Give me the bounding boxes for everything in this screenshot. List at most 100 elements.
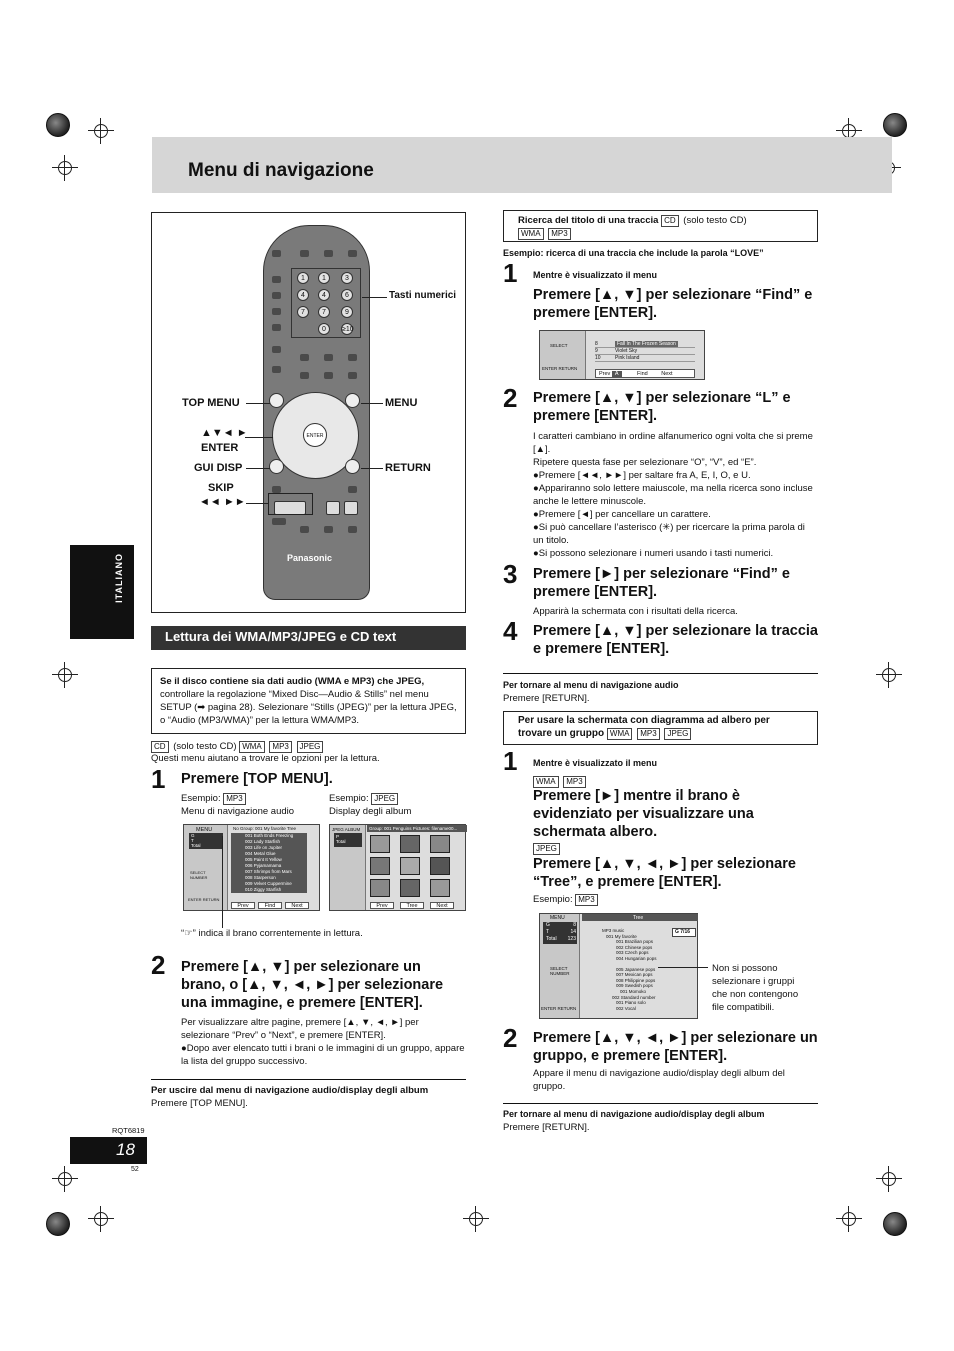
step-1-text: Premere [TOP MENU]. [181, 771, 333, 787]
tree-button[interactable]: Tree [400, 902, 424, 909]
tree-item[interactable]: 008 Philippine pops [616, 977, 656, 983]
step-number: 2 [503, 1023, 518, 1053]
tree-item[interactable]: 001 Piano solo [616, 1000, 646, 1006]
tree-total-val: 123 [567, 936, 576, 942]
thumbnail[interactable] [400, 879, 420, 897]
thumbnail[interactable] [370, 879, 390, 897]
thumbnail[interactable] [430, 879, 450, 897]
track-item[interactable]: 003 Life on Jupiter [231, 845, 307, 851]
tree-item[interactable]: 004 Hungarian pops [616, 955, 657, 961]
skip-keys-frame [268, 493, 313, 515]
find-step-4: Premere [▲, ▼] per selezionare la tracci… [533, 623, 819, 657]
find-next[interactable]: Next [661, 371, 673, 377]
tag-jpeg: JPEG [664, 728, 692, 740]
track-item[interactable]: 008 Starperson [231, 875, 307, 881]
tree-step-1b: Premere [▲, ▼, ◄, ►] per selezionare “Tr… [533, 856, 796, 890]
prev-button[interactable]: Prev [231, 902, 255, 909]
tree-item[interactable]: 009 Swedish pops [616, 983, 653, 989]
find-step-3: Premere [►] per selezionare “Find” e pre… [533, 566, 790, 600]
step-number: 1 [503, 258, 518, 288]
tree-g-val: 8 [573, 922, 576, 928]
tree-enter: ENTER [541, 1006, 557, 1011]
tag-mp3: MP3 [575, 894, 598, 906]
tree-item[interactable]: 005 Japanese pops [616, 966, 656, 972]
step-number: 2 [151, 950, 166, 980]
track-item[interactable]: 007 Shrimps from Mars [231, 869, 307, 875]
example-caption: Display degli album [329, 806, 412, 817]
page-number: 18 [116, 1140, 135, 1159]
find-row-title[interactable]: Pink Island [615, 355, 640, 361]
screen-header: Group: 001 Penguins Pictures: filename00… [369, 826, 458, 831]
tag-mp3: MP3 [269, 741, 292, 753]
tree-item[interactable]: 007 Mexican pops [616, 972, 653, 978]
screen-enter: ENTER [188, 897, 202, 902]
thumbnail[interactable] [400, 857, 420, 875]
example-right: Esempio: JPEG Display degli album [329, 792, 411, 818]
thumbnail[interactable] [430, 857, 450, 875]
next-button[interactable]: Next [285, 902, 309, 909]
prev-button[interactable]: Prev [370, 902, 394, 909]
track-item[interactable]: 006 Pyjamamama [231, 863, 307, 869]
screen-number: NUMBER [190, 875, 208, 880]
track-item[interactable]: 004 Metal Glue [231, 851, 307, 857]
find-step-2-line: ●Appariranno solo lettere maiuscole, ma … [533, 483, 813, 507]
find-step-2-line: ●Premere [◄] per cancellare un carattere… [533, 509, 711, 520]
find-step-3-body: Apparirà la schermata con i risultati de… [533, 606, 738, 617]
next-button[interactable]: Next [430, 902, 454, 909]
tree-step-2-body: Appare il menu di navigazione audio/disp… [533, 1068, 785, 1092]
tree-g: G [546, 922, 550, 928]
screen-total: Total [191, 843, 201, 848]
cursor-note: “☞” indica il brano correntemente in let… [181, 928, 363, 939]
sheet-number: 52 [131, 1166, 139, 1173]
back-text: Premere [RETURN]. [503, 1122, 590, 1133]
registration-mark [836, 1206, 862, 1232]
find-prev[interactable]: Prev [599, 371, 611, 377]
find-return: RETURN [558, 366, 578, 371]
tree-item[interactable]: 002 Standard number [612, 994, 656, 1000]
tree-group-badge: G 7/16 [675, 929, 691, 935]
tree-item[interactable]: 001 Brazilian pops [616, 939, 654, 945]
find-button[interactable]: Find [258, 902, 282, 909]
track-item[interactable]: 001 Both Ends Freezing [231, 833, 307, 839]
track-item[interactable]: 010 Ziggy Starfish [231, 887, 307, 893]
find-step-2-line: Ripetere questa fase per selezionare “O”… [533, 457, 757, 468]
tree-item[interactable]: MP3 music [602, 928, 625, 933]
tree-item[interactable]: 001 My favorite [606, 933, 637, 939]
thumbnail[interactable] [370, 857, 390, 875]
tag-wma: WMA [518, 228, 544, 240]
find-select: SELECT [550, 343, 568, 348]
track-item[interactable]: 002 Lady Starfish [231, 839, 307, 845]
tree-step-2: Premere [▲, ▼, ◄, ►] per selezionare un … [533, 1030, 818, 1064]
intro-text: Questi menu aiutano a trovare le opzioni… [151, 753, 380, 764]
language-tab-label: ITALIANO [114, 553, 124, 603]
tag-jpeg: JPEG [533, 843, 560, 855]
tree-note: Non si possono selezionare i gruppi che … [712, 963, 799, 1013]
tree-item[interactable]: 002 Chinese pops [616, 944, 653, 950]
find-button[interactable]: Find [637, 371, 648, 377]
tag-cd: CD [151, 741, 169, 753]
example-tag: MP3 [223, 793, 246, 805]
track-item[interactable]: 009 Velvet Cuppermine [231, 881, 307, 887]
find-letter[interactable]: A [611, 371, 622, 377]
tag-cd-note: (solo testo CD) [683, 215, 747, 226]
callout-skip: SKIP [208, 482, 234, 494]
thumbnail[interactable] [400, 835, 420, 853]
track-item[interactable]: 005 Paint It Yellow [231, 857, 307, 863]
screen-menu-label: MENU [196, 827, 213, 833]
find-row-title[interactable]: Violet Sky [615, 348, 638, 354]
format-tags-line: CD (solo testo CD) WMA MP3 JPEG [151, 740, 325, 753]
tree-total: Total [546, 936, 557, 942]
find-row-title[interactable]: Fall In The Frozen Season [615, 341, 678, 347]
find-row-no: 8 [595, 341, 598, 347]
tree-item[interactable]: 003 Czech pops [616, 950, 649, 956]
thumbnail[interactable] [370, 835, 390, 853]
back-title: Per tornare al menu di navigazione audio… [503, 1109, 765, 1119]
tree-item[interactable]: 001 Momoko [620, 988, 647, 994]
back-text: Premere [RETURN]. [503, 693, 590, 704]
registration-mark [52, 662, 78, 688]
thumbnail[interactable] [430, 835, 450, 853]
jpeg-album-screen: JPEG ALBUM Group: 001 Penguins Pictures:… [329, 824, 467, 911]
tree-example-label: Esempio: [533, 894, 573, 905]
tree-item[interactable]: 002 Vocal [616, 1005, 636, 1011]
registration-mark [52, 155, 78, 181]
